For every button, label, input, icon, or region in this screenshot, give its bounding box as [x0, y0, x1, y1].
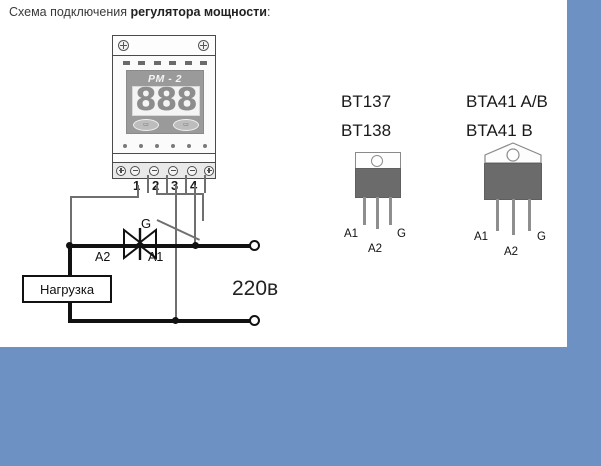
to220-pin-label-g: G — [397, 228, 406, 240]
wire-load-top — [68, 244, 72, 277]
top3-pin-label-g: G — [537, 231, 546, 243]
mounting-screw-icon — [198, 40, 209, 51]
to220-lead-g — [389, 197, 392, 225]
triac-symbol — [123, 228, 157, 261]
top3-package — [484, 142, 542, 200]
to220-pin-label-a1: A1 — [344, 228, 359, 240]
terminal-screw-1[interactable] — [130, 165, 140, 176]
button-row: ▭ ▭ — [133, 119, 199, 132]
mounting-hole-icon — [371, 155, 383, 167]
module-model-label: PM - 2 — [148, 73, 182, 85]
to220-lead-a1 — [363, 197, 366, 225]
junction-node-a2 — [66, 242, 73, 249]
terminal-divider — [204, 175, 206, 193]
terminal-screw-3[interactable] — [168, 165, 178, 176]
wire-terminal-2-right — [156, 193, 204, 195]
wire-load-bottom — [68, 301, 72, 322]
top3-lead-a1 — [496, 199, 499, 231]
minus-button[interactable]: ▭ — [133, 119, 159, 131]
terminal-divider — [147, 175, 149, 193]
package-body — [484, 163, 542, 200]
wire-terminal-1-to-a2 — [70, 196, 72, 246]
terminal-strip — [112, 162, 216, 179]
page-title: Схема подключения регулятора мощности: — [9, 5, 270, 19]
terminal-screw-4[interactable] — [187, 165, 197, 176]
package-body — [355, 168, 401, 198]
plus-button[interactable]: ▭ — [173, 119, 199, 131]
module-top-bracket — [112, 35, 216, 56]
plus-button-glyph: ▭ — [183, 122, 189, 128]
wire-bottom-rail — [68, 319, 254, 323]
terminal-number-2: 2 — [152, 178, 159, 193]
package-name-bt138: BT138 — [341, 121, 392, 140]
wire-terminal-2-down — [156, 185, 158, 194]
background-band-right — [567, 0, 601, 347]
lcd-display: 888 — [132, 82, 200, 118]
terminal-number-1: 1 — [133, 178, 140, 193]
vent-slots-bottom — [123, 144, 207, 148]
top3-pin-label-a2: A2 — [504, 246, 519, 258]
to220-lead-a2 — [376, 197, 379, 229]
page-title-suffix: : — [266, 5, 271, 19]
to220-package — [355, 152, 401, 198]
lcd-digits: 888 — [135, 82, 198, 118]
top3-pin-label-a1: A1 — [474, 231, 489, 243]
voltage-label: 220в — [232, 277, 279, 300]
load-label: Нагрузка — [39, 281, 95, 297]
module-front-panel: PM - 2 888 ▭ ▭ — [126, 70, 204, 134]
wire-terminal-1-left — [70, 196, 139, 198]
terminal-screw-icon — [204, 165, 214, 176]
terminal-screw-2[interactable] — [149, 165, 159, 176]
load-box: Нагрузка — [22, 275, 112, 303]
junction-node-top-rail — [192, 242, 199, 249]
power-regulator-module: PM - 2 888 ▭ ▭ — [112, 35, 216, 179]
module-body: PM - 2 888 ▭ ▭ — [112, 55, 216, 154]
triac-label-gate: G — [141, 216, 152, 231]
terminal-number-4: 4 — [190, 178, 197, 193]
wire-terminal-3-down — [175, 185, 177, 322]
mounting-screw-icon — [118, 40, 129, 51]
supply-terminal-top — [249, 240, 260, 251]
wire-terminal-1-down — [137, 185, 139, 198]
terminal-divider — [185, 175, 187, 193]
package-name-bta41ab: BTA41 A/B — [466, 92, 548, 111]
wire-gate-vertical — [202, 193, 204, 221]
vent-slots-top — [123, 61, 207, 65]
minus-button-glyph: ▭ — [143, 122, 149, 128]
background-band-bottom — [0, 347, 601, 466]
triac-label-a2: A2 — [95, 250, 111, 264]
terminal-divider — [166, 175, 168, 193]
package-cap — [484, 142, 542, 164]
page-title-bold: регулятора мощности — [130, 5, 267, 19]
terminal-screw-icon — [116, 165, 126, 176]
package-name-bt137: BT137 — [341, 92, 392, 111]
package-name-bta41b: BTA41 B — [466, 121, 533, 140]
wire-top-rail — [68, 244, 254, 248]
top3-lead-a2 — [512, 199, 515, 235]
junction-node-bottom-rail — [172, 317, 179, 324]
terminal-number-3: 3 — [171, 178, 178, 193]
page-title-prefix: Схема подключения — [9, 5, 131, 19]
supply-terminal-bottom — [249, 315, 260, 326]
wire-terminal-4-down — [194, 185, 196, 247]
triac-label-a1: A1 — [148, 250, 164, 264]
to220-pin-label-a2: A2 — [368, 243, 383, 255]
top3-lead-g — [528, 199, 531, 231]
